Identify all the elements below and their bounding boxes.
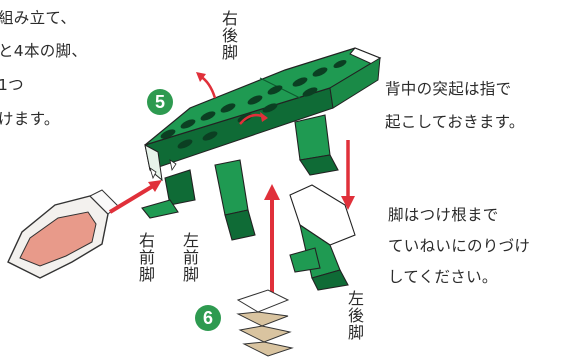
label-right-front-leg: 右前脚 [136, 232, 155, 283]
step-5-badge: 5 [147, 89, 173, 115]
arrow-head-attach [108, 181, 160, 214]
spike-instruction-line-1: 背中の突起は指で [385, 80, 512, 98]
glue-instruction-line-2: ていねいにのりづけ [388, 237, 531, 255]
spike-instruction-line-2: 起こしておきます。 [385, 113, 525, 131]
arrow-head-attach-tip [148, 180, 162, 192]
intro-line-3: 1つ [0, 76, 24, 94]
intro-line-1: 組み立て、 [0, 9, 77, 27]
step-6-badge: 6 [195, 305, 221, 331]
label-left-hind-leg: 左後脚 [345, 290, 364, 341]
folded-base [236, 289, 294, 357]
glue-instruction-line-1: 脚はつけ根まで [388, 206, 499, 224]
intro-line-4: けます。 [0, 110, 60, 128]
label-right-hind-leg: 右後脚 [219, 10, 238, 61]
label-left-front-leg: 左前脚 [180, 232, 199, 283]
legs [141, 114, 356, 291]
crocodile-body [144, 47, 382, 182]
head-piece [7, 189, 119, 279]
glue-instruction-line-3: してください。 [388, 268, 498, 286]
curl-arrow-top [199, 74, 217, 99]
intro-line-2: と4本の脚、 [0, 42, 88, 60]
